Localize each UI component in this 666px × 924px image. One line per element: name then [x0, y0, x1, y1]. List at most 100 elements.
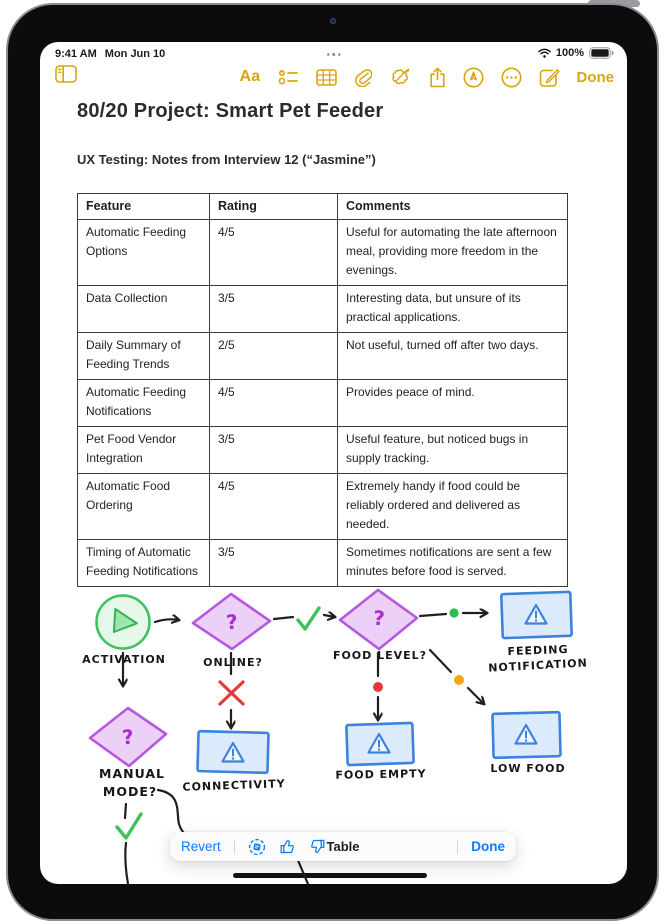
status-bar: 9:41 AM Mon Jun 10 100%	[40, 46, 627, 64]
context-label: Table	[326, 839, 360, 854]
node-low-food: LOW FOOD	[490, 710, 565, 775]
col-header-feature[interactable]: Feature	[77, 193, 210, 220]
table-row: Automatic Food Ordering 4/5 Extremely ha…	[77, 473, 568, 540]
table-cell[interactable]: Useful feature, but noticed bugs in supp…	[337, 426, 568, 474]
stroke-manual-tail	[124, 841, 130, 884]
checklist-icon	[278, 70, 298, 85]
table-cell[interactable]: Interesting data, but unsure of its prac…	[337, 285, 568, 333]
online-question-mark: ?	[225, 610, 238, 635]
thumbs-down-button[interactable]	[309, 838, 326, 855]
label-feeding-line1: FEEDING	[507, 643, 568, 658]
table-cell[interactable]: Automatic Food Ordering	[77, 473, 210, 540]
ellipsis-circle-icon	[501, 67, 521, 87]
thumbs-up-icon	[280, 840, 294, 854]
edge-food-level-low	[428, 648, 453, 674]
table-cell[interactable]: Not useful, turned off after two days.	[337, 332, 568, 380]
pen-circle-icon	[463, 67, 483, 87]
thumbs-up-button[interactable]	[279, 838, 296, 855]
multitasking-dots-icon[interactable]	[326, 53, 341, 56]
notes-toolbar: Aa	[40, 62, 627, 92]
table-cell[interactable]: Pet Food Vendor Integration	[77, 426, 210, 474]
stroke-bottom-diagonal	[295, 856, 310, 884]
node-connectivity: CONNECTIVITY	[182, 729, 286, 794]
table-cell[interactable]: Automatic Feeding Notifications	[77, 379, 210, 427]
status-time: 9:41 AM	[55, 48, 97, 60]
home-indicator[interactable]	[233, 873, 427, 878]
table-row: Timing of Automatic Feeding Notification…	[77, 539, 568, 587]
sidebar-icon	[55, 65, 77, 83]
table-cell[interactable]: 3/5	[209, 539, 338, 587]
attachment-button[interactable]	[354, 67, 372, 87]
scribble-pen-icon	[391, 68, 409, 85]
done-button[interactable]: Done	[576, 68, 615, 86]
table-conversion-toolbar: Revert Table	[170, 832, 516, 861]
col-header-rating[interactable]: Rating	[209, 193, 338, 220]
node-food-empty: FOOD EMPTY	[335, 721, 427, 782]
sidebar-toggle-button[interactable]	[55, 65, 77, 83]
wifi-icon	[538, 48, 551, 58]
table-row: Pet Food Vendor Integration 3/5 Useful f…	[77, 426, 568, 474]
green-dot	[449, 608, 459, 618]
label-manual-line1: MANUAL	[99, 766, 165, 781]
ipad-screen: 9:41 AM Mon Jun 10 100%	[40, 42, 627, 884]
flowchart-drawing[interactable]: ACTIVATION ? ONLINE? ? FOOD LEVEL?	[40, 578, 627, 884]
table-row: Daily Summary of Feeding Trends 2/5 Not …	[77, 332, 568, 380]
table-row: Automatic Feeding Options 4/5 Useful for…	[77, 219, 568, 286]
checklist-button[interactable]	[278, 68, 299, 86]
status-date: Mon Jun 10	[104, 48, 166, 60]
yellow-dot	[454, 675, 464, 685]
bottom-done-button[interactable]: Done	[471, 839, 505, 854]
smart-script-button[interactable]	[389, 67, 412, 87]
revert-button[interactable]: Revert	[181, 839, 221, 854]
table-cell[interactable]: Sometimes notifications are sent a few m…	[337, 539, 568, 587]
table-cell[interactable]: Provides peace of mind.	[337, 379, 568, 427]
table-cell[interactable]: Automatic Feeding Options	[77, 219, 210, 286]
edge-manual-down	[123, 802, 128, 820]
text-format-button[interactable]: Aa	[239, 68, 261, 85]
note-subtitle[interactable]: UX Testing: Notes from Interview 12 (“Ja…	[77, 152, 376, 167]
compose-button[interactable]	[539, 67, 560, 88]
share-icon	[429, 67, 445, 87]
feature-table: Feature Rating Comments Automatic Feedin…	[77, 193, 568, 587]
share-button[interactable]	[429, 67, 446, 88]
table-cell[interactable]: 3/5	[209, 426, 338, 474]
stroke-curve	[156, 788, 189, 838]
label-connectivity: CONNECTIVITY	[182, 777, 286, 794]
checkmark-manual-yes	[115, 812, 143, 840]
col-header-comments[interactable]: Comments	[337, 193, 568, 220]
label-online: ONLINE?	[203, 656, 263, 669]
table-cell[interactable]: Data Collection	[77, 285, 210, 333]
table-cell[interactable]: 4/5	[209, 473, 338, 540]
table-cell[interactable]: 3/5	[209, 285, 338, 333]
table-cell[interactable]: 2/5	[209, 332, 338, 380]
table-header-row: Feature Rating Comments	[77, 193, 568, 220]
regenerate-button[interactable]	[248, 838, 266, 856]
table-cell[interactable]: Daily Summary of Feeding Trends	[77, 332, 210, 380]
paperclip-icon	[354, 69, 372, 87]
thumbs-down-icon	[310, 839, 325, 853]
node-manual-mode: ? MANUAL MODE?	[88, 706, 168, 799]
red-dot	[373, 682, 383, 692]
table-cell[interactable]: 4/5	[209, 379, 338, 427]
node-feeding-notification: FEEDING NOTIFICATION	[488, 590, 588, 675]
more-options-button[interactable]	[501, 67, 522, 88]
label-feeding-line2: NOTIFICATION	[488, 656, 588, 674]
node-online: ? ONLINE?	[191, 592, 272, 669]
manual-question-mark: ?	[121, 725, 135, 750]
note-title[interactable]: 80/20 Project: Smart Pet Feeder	[77, 100, 384, 122]
edge-activation-online	[153, 619, 179, 622]
label-food-level: FOOD LEVEL?	[333, 649, 427, 662]
table-cell[interactable]: Useful for automating the late afternoon…	[337, 219, 568, 286]
table-button[interactable]	[315, 68, 337, 86]
markup-pen-button[interactable]	[463, 67, 484, 88]
checkmark-online-yes	[296, 606, 321, 631]
table-row: Data Collection 3/5 Interesting data, bu…	[77, 285, 568, 333]
node-food-level: ? FOOD LEVEL?	[333, 588, 427, 662]
table-icon	[315, 68, 337, 86]
table-cell[interactable]: 4/5	[209, 219, 338, 286]
compose-icon	[539, 68, 560, 87]
table-cell[interactable]: Timing of Automatic Feeding Notification…	[77, 539, 210, 587]
table-cell[interactable]: Extremely handy if food could be reliabl…	[337, 473, 568, 540]
edge-online-yes	[272, 615, 295, 621]
